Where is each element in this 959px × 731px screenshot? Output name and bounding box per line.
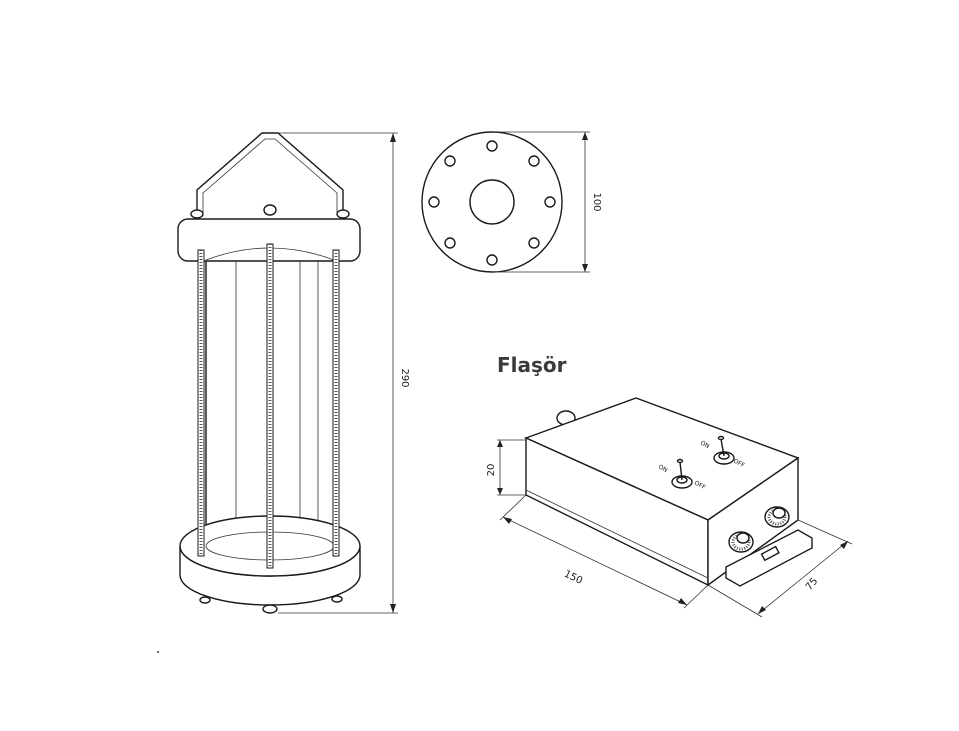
flange-bolt-holes [428, 140, 556, 266]
flange-diameter-dimension: 100 [492, 131, 602, 273]
box-connector-left [728, 531, 754, 553]
flange-top-view: 100 [421, 131, 602, 273]
box-height-label: 20 [486, 464, 497, 477]
flange-diameter-label: 100 [591, 192, 602, 211]
flasor-box: ON OFF ON OFF 20 150 [486, 397, 853, 618]
switch-left-on-label: ON [657, 464, 668, 475]
lamp-rods [197, 243, 340, 569]
switch-left-off-label: OFF [693, 480, 707, 492]
switch-right-on-label: ON [699, 440, 710, 451]
lamp-side-view: 290 [177, 132, 410, 614]
box-connector-right [764, 506, 790, 528]
lamp-height-dimension: 290 [278, 132, 410, 614]
flange-center-hole [469, 179, 515, 225]
lamp-handle [196, 132, 344, 212]
switch-right-off-label: OFF [732, 458, 746, 470]
flasor-title: Flaşör [497, 353, 567, 377]
box-height-dimension: 20 [486, 439, 526, 496]
box-length-label: 150 [562, 569, 584, 587]
lamp-height-label: 290 [399, 368, 410, 387]
box-width-label: 75 [804, 576, 821, 593]
toggle-switch-left: ON OFF [657, 458, 707, 492]
toggle-switch-right: ON OFF [699, 435, 746, 470]
